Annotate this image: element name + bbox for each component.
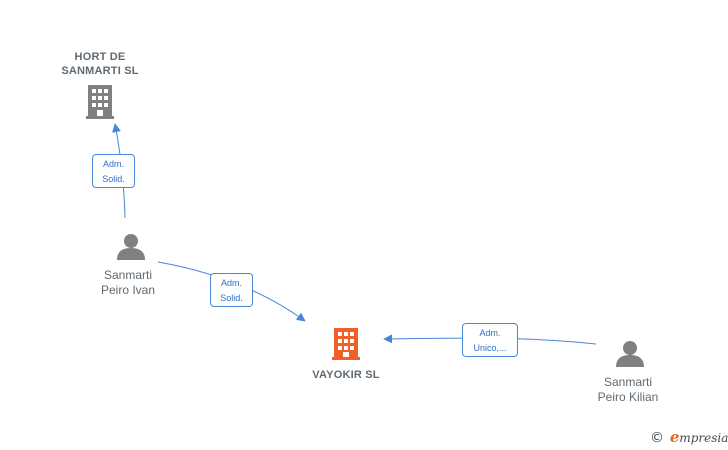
copyright-icon: © (650, 430, 664, 446)
brand-name: mpresia (679, 431, 728, 445)
person-label-ivan[interactable]: Sanmarti Peiro Ivan (80, 268, 176, 298)
company-name-line1: VAYOKIR SL (312, 369, 380, 381)
brand-watermark: © empresia (650, 428, 728, 448)
person-icon (117, 234, 145, 260)
building-icon (86, 85, 114, 119)
person-name-line1: Sanmarti (103, 268, 153, 282)
brand-initial: e (669, 428, 680, 446)
relation-type: Solid. (220, 293, 243, 303)
person-name-line2: Peiro Ivan (100, 283, 156, 297)
person-label-kilian[interactable]: Sanmarti Peiro Kilian (580, 375, 676, 405)
company-name-line2: SANMARTI SL (61, 65, 139, 77)
company-name-line1: HORT DE (74, 51, 126, 63)
person-name-line1: Sanmarti (603, 375, 653, 389)
relation-type: Unico,... (473, 343, 507, 353)
person-icon (616, 341, 644, 367)
relation-role: Adm. (479, 328, 501, 338)
relation-type: Solid. (102, 174, 125, 184)
company-label-vayokir[interactable]: VAYOKIR SL (290, 368, 402, 382)
relation-badge-kilian-vayokir[interactable]: Adm. Unico,... (462, 323, 518, 357)
relation-role: Adm. (102, 159, 124, 169)
relation-badge-ivan-hort[interactable]: Adm. Solid. (92, 154, 135, 188)
person-name-line2: Peiro Kilian (597, 390, 659, 404)
relation-badge-ivan-vayokir[interactable]: Adm. Solid. (210, 273, 253, 307)
relation-role: Adm. (220, 278, 242, 288)
company-label-hort[interactable]: HORT DE SANMARTI SL (40, 50, 160, 78)
building-icon (332, 328, 360, 360)
